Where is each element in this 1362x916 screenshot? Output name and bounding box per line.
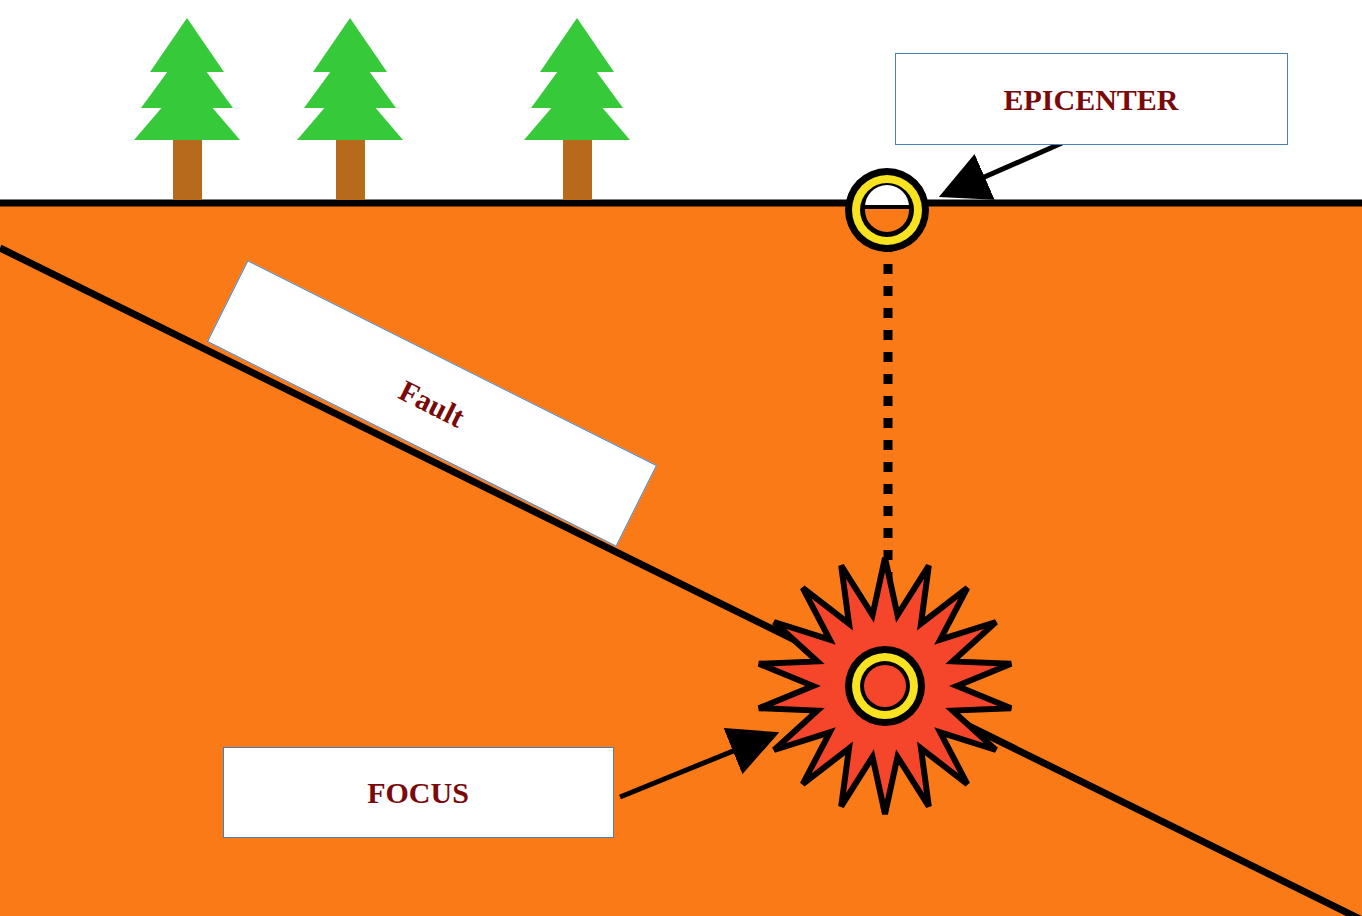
ground	[0, 200, 1362, 916]
label-box: FOCUS	[223, 747, 614, 838]
tree	[297, 18, 403, 200]
label-text: EPICENTER	[1003, 83, 1178, 116]
leader-arrow	[620, 736, 770, 797]
tree	[524, 18, 630, 200]
fault-line	[0, 248, 1362, 916]
leader-arrow	[948, 143, 1062, 193]
focus-point	[864, 665, 906, 707]
label-text: Fault	[394, 373, 470, 433]
focus-ring	[860, 661, 910, 711]
epicenter-mark	[845, 168, 929, 252]
focus-ring	[845, 646, 925, 726]
dotted-line	[884, 242, 893, 600]
label-text: FOCUS	[367, 776, 469, 809]
focus-starburst	[759, 558, 1011, 814]
surface-line	[0, 200, 1362, 207]
focus-ring	[852, 653, 918, 719]
tree	[134, 18, 240, 200]
label-box: EPICENTER	[895, 53, 1288, 145]
